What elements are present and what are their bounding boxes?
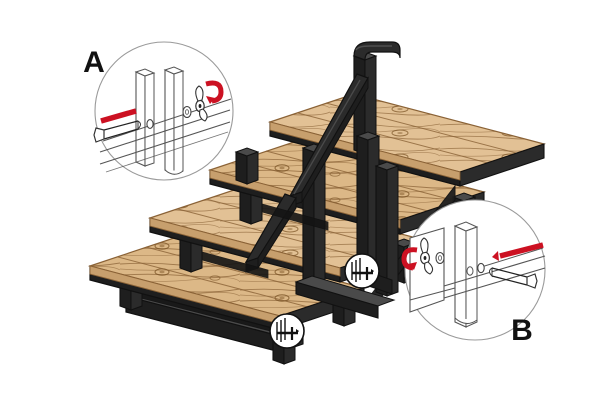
- wing-nut-a: [195, 85, 208, 122]
- bolt-a: [93, 108, 141, 143]
- handrail: [244, 41, 401, 291]
- tighten-arrow-b: [401, 247, 418, 271]
- rear-frame: [294, 131, 400, 319]
- detail-callout-a[interactable]: A: [83, 41, 234, 181]
- callout-marker-a[interactable]: [269, 313, 305, 349]
- insertion-arrow-a: [100, 108, 137, 124]
- bolt-hole-a: [146, 119, 154, 129]
- wing-nut-b: [420, 237, 434, 275]
- stair-assembly: [87, 41, 547, 365]
- detail-a-label: A: [83, 46, 105, 79]
- bolt-head-b: [526, 273, 538, 289]
- cross-braces: [201, 203, 329, 279]
- bolt-hole-b: [477, 262, 485, 274]
- detail-b-label: B: [511, 314, 533, 347]
- callout-marker-b[interactable]: [344, 253, 380, 289]
- detail-a-circle: [94, 41, 234, 181]
- insertion-arrow-b: [499, 242, 544, 259]
- bolt-b: [489, 242, 544, 289]
- tighten-arrow-a: [205, 80, 224, 104]
- detail-callout-b[interactable]: B: [401, 199, 546, 347]
- bolt-head-a: [93, 127, 105, 143]
